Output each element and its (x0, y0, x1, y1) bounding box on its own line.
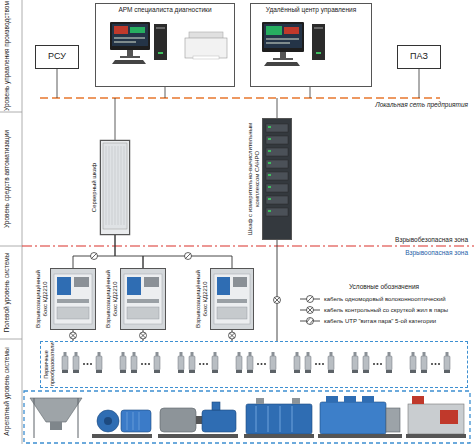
node-label: Взрывозащищённый бокс КД2210 (195, 269, 208, 329)
workstation-box: АРМ специалиста диагностики (95, 3, 235, 87)
level-label: Агрегатный уровень системы (3, 339, 10, 444)
node-label: ПАЗ (410, 52, 428, 62)
zone-label: Взрывобезопасная зона (320, 236, 468, 243)
legend-text: кабель одномодовый волоконнооптический (324, 296, 446, 303)
node-label: Серверный шкаф (91, 141, 98, 234)
node-label: АРМ специалиста диагностики (96, 4, 234, 13)
cable-connector (277, 240, 278, 341)
level-label: Уровень средств автоматизации (3, 112, 10, 246)
node-label: Взрывозащищённый бокс КД2210 (35, 269, 48, 329)
cable-symbol (300, 316, 320, 326)
system-box: ПАЗ (397, 45, 441, 69)
node-label: Первичные преобразователи (44, 343, 56, 386)
cable-symbol (300, 305, 320, 315)
server-cabinet: Серверный шкаф (100, 140, 130, 235)
system-box: РСУ (35, 45, 79, 69)
node-label: РСУ (48, 52, 66, 62)
explosion-proof-box: Взрывозащищённый бокс КД2210 (50, 268, 96, 330)
cable-connector (115, 235, 143, 268)
level-label: Уровень управления производством (3, 0, 10, 112)
explosion-proof-box: Взрывозащищённый бокс КД2210 (120, 268, 166, 330)
legend-text: кабель UTP "витая пара" 5-ой категории (324, 318, 436, 325)
legend-text: кабель контрольный со скруткой жил в пар… (324, 307, 448, 314)
level-label: Полевой уровень системы (3, 246, 10, 339)
measurement-cabinet: Шкаф с измерительно-вычислительным компл… (262, 118, 292, 240)
node-label: Удалённый центр управления (251, 4, 371, 13)
node-label: Взрывозащищённый бокс КД2210 (105, 269, 118, 329)
node-label: Шкаф с измерительно-вычислительным компл… (247, 119, 260, 239)
sensor-band: Первичные преобразователи (40, 341, 468, 388)
cable-symbol (300, 294, 320, 304)
cable-connector (73, 235, 115, 268)
legend-row: кабель контрольный со скруткой жил в пар… (300, 305, 470, 315)
explosion-proof-box: Взрывозащищённый бокс КД2210 (210, 268, 254, 330)
legend-title: Условные обозначения (300, 283, 468, 290)
legend-row: кабель одномодовый волоконнооптический (300, 294, 470, 304)
legend-row: кабель UTP "витая пара" 5-ой категории (300, 316, 470, 326)
network-label: Локальная сеть предприятия (330, 101, 468, 108)
zone-label: Взрывоопасная зона (320, 249, 468, 256)
workstation-box: Удалённый центр управления (250, 3, 372, 87)
